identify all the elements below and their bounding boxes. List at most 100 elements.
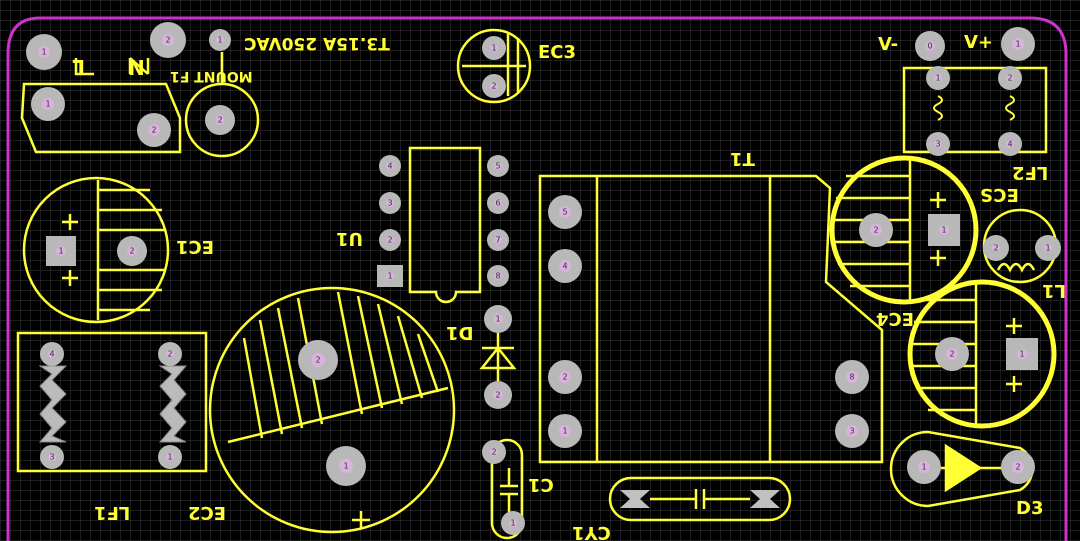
u1-outline xyxy=(408,146,482,304)
pad[interactable]: 4 xyxy=(548,249,582,283)
pad[interactable]: 7 xyxy=(487,229,509,251)
cy1-label: CY1 xyxy=(572,522,611,541)
cy1-outline xyxy=(608,476,792,522)
ec2-hatch-edge xyxy=(227,386,449,444)
svg-text:2: 2 xyxy=(562,373,567,382)
svg-text:8: 8 xyxy=(849,373,854,382)
svg-text:2: 2 xyxy=(151,126,156,135)
pad[interactable]: 1 xyxy=(1006,338,1038,370)
pad[interactable]: 4 xyxy=(379,155,401,177)
pad[interactable]: 1 xyxy=(1001,27,1035,61)
svg-text:1: 1 xyxy=(1019,350,1024,359)
pad[interactable]: 3 xyxy=(40,445,64,469)
pad[interactable]: 2 xyxy=(935,337,969,371)
lf2-coil-right xyxy=(1005,95,1015,121)
svg-text:1: 1 xyxy=(1015,40,1020,49)
pad[interactable]: 8 xyxy=(487,265,509,287)
pad[interactable]: 1 xyxy=(548,414,582,448)
pad[interactable]: 5 xyxy=(487,155,509,177)
pad[interactable]: 2 xyxy=(150,22,186,58)
pad[interactable]: 3 xyxy=(926,132,950,156)
pad[interactable]: 1 xyxy=(482,36,506,60)
svg-text:5: 5 xyxy=(562,208,567,217)
pad[interactable]: 4 xyxy=(998,132,1022,156)
pad[interactable]: 2 xyxy=(859,213,893,247)
pad[interactable]: 2 xyxy=(117,236,147,266)
lf1-coils xyxy=(38,365,188,443)
ec5-plus-top xyxy=(930,192,946,208)
v-minus-label: V- xyxy=(878,34,898,55)
c1-label: C1 xyxy=(528,474,554,495)
pad[interactable]: 2 xyxy=(379,229,401,251)
pad[interactable]: 2 xyxy=(484,381,512,409)
pad[interactable]: 1 xyxy=(377,265,403,287)
ec2-hatch xyxy=(356,295,384,409)
pad[interactable]: 3 xyxy=(379,192,401,214)
terminal-L-marker xyxy=(74,58,94,76)
pad[interactable]: 1 xyxy=(46,236,76,266)
fuse-rating-label: T3.15A 250VAC xyxy=(244,33,390,53)
ec1-plus-bottom xyxy=(62,270,78,286)
pad[interactable]: 1 xyxy=(1035,235,1061,261)
lf2-outline xyxy=(902,66,1048,154)
pad[interactable]: 4 xyxy=(40,342,64,366)
c1-outline xyxy=(490,438,524,540)
lf2-label: LF2 xyxy=(1012,162,1048,183)
pad[interactable]: 1 xyxy=(928,214,960,246)
svg-text:2: 2 xyxy=(387,236,392,245)
pad[interactable]: 2 xyxy=(482,440,506,464)
pad[interactable]: 1 xyxy=(926,66,950,90)
ec4-label: EC4 xyxy=(876,308,914,329)
ec2-hatch xyxy=(376,303,404,405)
pad[interactable]: 2 xyxy=(158,342,182,366)
pad[interactable]: 2 xyxy=(298,340,338,380)
pad[interactable]: 2 xyxy=(998,66,1022,90)
svg-text:1: 1 xyxy=(941,226,946,235)
pad[interactable]: 2 xyxy=(983,235,1009,261)
pad[interactable]: 6 xyxy=(487,192,509,214)
pad[interactable]: 1 xyxy=(158,445,182,469)
pad[interactable]: 1 xyxy=(907,450,941,484)
ec2-hatch xyxy=(242,337,264,439)
ec2-outline xyxy=(208,286,456,534)
ec2-hatch xyxy=(276,307,304,429)
svg-text:2: 2 xyxy=(167,350,172,359)
svg-text:1: 1 xyxy=(45,100,50,109)
ec1-plus-top xyxy=(62,214,78,230)
ec2-hatch xyxy=(258,319,284,435)
ec1-label: EC1 xyxy=(176,236,214,257)
svg-text:2: 2 xyxy=(315,356,320,365)
svg-text:2: 2 xyxy=(165,36,170,45)
ec4-plus-bottom xyxy=(1006,376,1022,392)
board-outline xyxy=(6,16,1068,541)
pad[interactable]: 8 xyxy=(835,360,869,394)
svg-text:2: 2 xyxy=(873,226,878,235)
ec2-plus xyxy=(352,511,370,529)
l1-coil xyxy=(996,262,1036,273)
lf1-outline xyxy=(16,331,208,473)
svg-text:4: 4 xyxy=(562,262,567,271)
svg-text:2: 2 xyxy=(1007,74,1012,83)
cy1-symbol xyxy=(650,489,750,509)
pad[interactable]: 1 xyxy=(326,446,366,486)
terminal-block-outline xyxy=(20,82,182,154)
pad[interactable]: 2 xyxy=(137,113,171,147)
pad[interactable]: 1 xyxy=(26,34,62,70)
ec1-outline xyxy=(22,176,170,324)
pad[interactable]: 2 xyxy=(548,360,582,394)
pad[interactable]: 1 xyxy=(31,87,65,121)
pad[interactable]: 0 xyxy=(915,31,945,61)
svg-text:3: 3 xyxy=(387,199,392,208)
pad[interactable]: 2 xyxy=(1001,450,1035,484)
pad[interactable]: 2 xyxy=(482,74,506,98)
pad[interactable]: 3 xyxy=(835,414,869,448)
pad[interactable]: 1 xyxy=(501,511,525,535)
ec5-plus-bottom xyxy=(930,250,946,266)
svg-text:2: 2 xyxy=(491,448,496,457)
pad[interactable]: 2 xyxy=(205,105,235,135)
svg-text:1: 1 xyxy=(921,463,926,472)
pad[interactable]: 1 xyxy=(209,29,231,51)
pad[interactable]: 1 xyxy=(484,305,512,333)
pad[interactable]: 5 xyxy=(548,195,582,229)
lf2-coils xyxy=(933,95,1015,121)
